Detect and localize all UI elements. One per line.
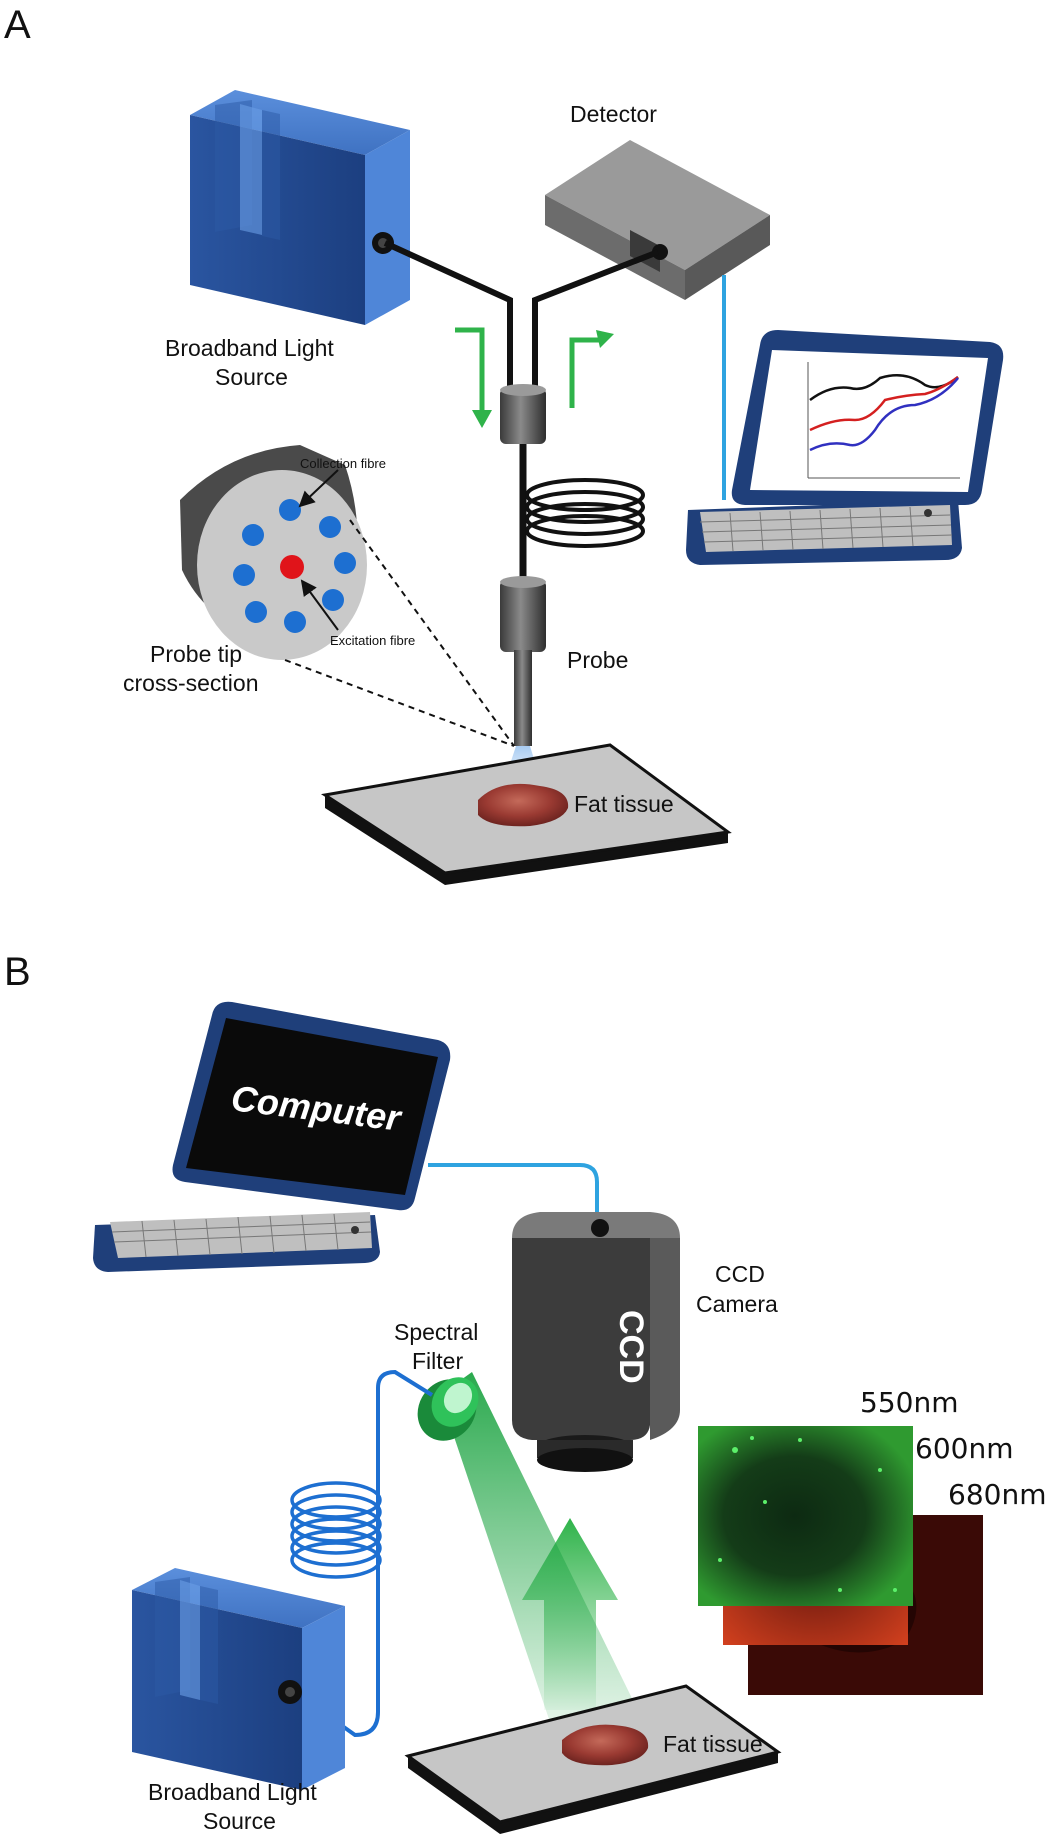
fat-tissue-a [478, 783, 569, 827]
laptop-spectra [807, 362, 960, 479]
ccd-body-label: CCD [612, 1310, 650, 1384]
probe-tip-label-2: cross-section [123, 670, 258, 696]
probe-tip-label-1: Probe tip [150, 641, 242, 667]
collection-fibre-cable [532, 249, 660, 405]
light-source-box-a [190, 90, 410, 325]
light-source-label-b-2: Source [203, 1808, 276, 1834]
arrow-up-icon [569, 337, 600, 408]
ccd-camera-label-2: Camera [696, 1291, 778, 1317]
wavelength-label-680: 680nm [948, 1478, 1046, 1511]
panel-b: B Computer [4, 950, 1046, 1834]
image-550nm [698, 1426, 913, 1606]
fibre-connector-top [500, 388, 546, 444]
ccd-camera [512, 1212, 680, 1472]
collection-fibre-dots [233, 499, 356, 633]
ccd-camera-label-1: CCD [715, 1261, 765, 1287]
panel-a: A Broadband Light Source Detector [4, 3, 1004, 885]
spectral-filter [417, 1377, 479, 1441]
arrow-down-icon [455, 327, 485, 412]
light-source-label-a-2: Source [215, 364, 288, 390]
spectral-image-stack [698, 1426, 983, 1695]
probe-handle [500, 580, 546, 652]
probe-tip-cross-section [180, 445, 515, 747]
excitation-fibre-label: Excitation fibre [330, 633, 415, 648]
excitation-beam [440, 1372, 650, 1752]
light-source-label-b-1: Broadband Light [148, 1779, 317, 1805]
fibre-coil-b [290, 1481, 382, 1579]
wavelength-label-550: 550nm [860, 1386, 958, 1419]
fat-tissue-b [562, 1724, 649, 1766]
probe-shaft [514, 650, 532, 746]
panel-b-letter: B [4, 950, 31, 994]
light-source-label-a-1: Broadband Light [165, 335, 334, 361]
computer-to-camera-cable [428, 1163, 599, 1222]
laptop-a [686, 330, 1004, 565]
fat-tissue-label-a: Fat tissue [574, 791, 674, 817]
panel-a-letter: A [4, 3, 31, 47]
excitation-fibre-dot [280, 555, 304, 579]
wavelength-label-600: 600nm [915, 1432, 1013, 1465]
collection-fibre-label: Collection fibre [300, 456, 386, 471]
laptop-b [93, 1001, 451, 1272]
excitation-fibre-cable [383, 240, 513, 405]
probe-label: Probe [567, 647, 628, 673]
detector-box [545, 140, 770, 300]
filter-label-2: Filter [412, 1348, 463, 1374]
light-source-box-b [132, 1568, 345, 1790]
detector-label: Detector [570, 101, 657, 127]
fat-tissue-label-b: Fat tissue [663, 1731, 763, 1757]
fibre-coil-a [525, 478, 645, 548]
filter-label-1: Spectral [394, 1319, 478, 1345]
